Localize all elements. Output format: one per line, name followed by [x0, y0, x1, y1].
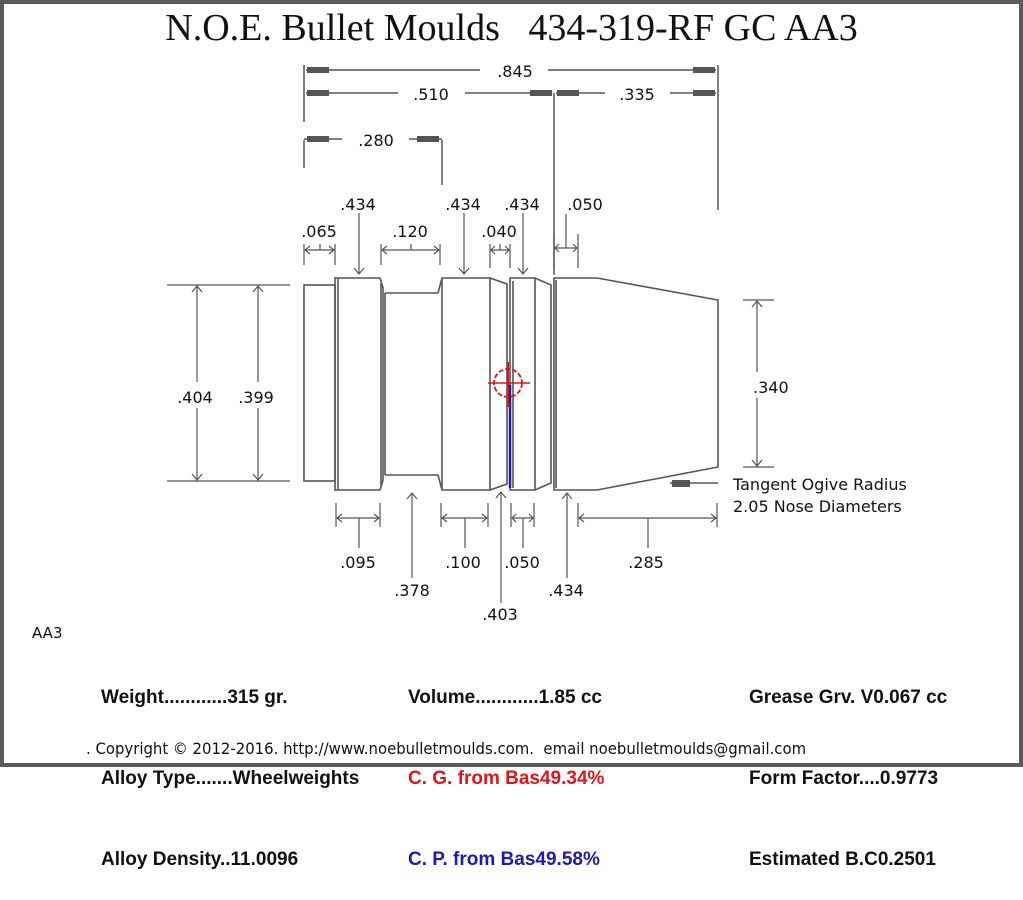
- spec-form-factor: Form Factor....0.9773: [749, 768, 939, 789]
- dim-band3-length: .050: [504, 553, 540, 572]
- spec-alloy-density: Alloy Density..11.0096: [101, 849, 299, 870]
- overall-length-dimension: [303, 65, 719, 275]
- dim-gas-check-diameter: .404: [177, 388, 213, 407]
- dim-meplat-diameter: .340: [753, 378, 789, 397]
- lower-dimension-lines: [335, 491, 718, 603]
- spec-volume: Volume............1.85 cc: [408, 687, 602, 708]
- dim-crimp-groove-diameter: .403: [482, 605, 518, 624]
- spec-ballistic-coefficient: Estimated B.C0.2501: [749, 849, 936, 870]
- spec-grease-groove-volume: Grease Grv. V0.067 cc: [749, 687, 948, 708]
- dim-shank-diameter: .399: [238, 388, 274, 407]
- spec-center-of-gravity: C. G. from Bas49.34%: [408, 768, 605, 789]
- dim-lube-groove-length: .120: [392, 222, 428, 241]
- dim-check-shank-length: .065: [301, 222, 337, 241]
- dim-body-length: .510: [413, 85, 449, 104]
- bullet-drawing: .845 .510 .335 .280 .065 .434 .120 .434 …: [167, 62, 907, 624]
- dim-bore-ride-diameter: .434: [548, 581, 584, 600]
- ogive-pointer: [670, 480, 718, 487]
- spec-alloy-type: Alloy Type.......Wheelweights: [101, 768, 360, 789]
- ogive-note-line2: 2.05 Nose Diameters: [733, 497, 902, 516]
- dim-lube-groove-diameter: .378: [394, 581, 430, 600]
- design-tag: AA3: [32, 624, 63, 642]
- upper-dimension-lines: [303, 213, 579, 275]
- dim-front-band-length: .050: [567, 195, 603, 214]
- dim-drive-band2-diameter: .434: [445, 195, 481, 214]
- dim-drive-band3-diameter: .434: [504, 195, 540, 214]
- specs-column-1: Weight............315 gr. Alloy Type....…: [101, 630, 359, 900]
- dim-ogive-length: .285: [628, 553, 664, 572]
- dim-base-to-groove: .280: [358, 131, 394, 150]
- specs-column-2: Volume............1.85 cc C. G. from Bas…: [408, 630, 604, 900]
- left-diameter-lines: [167, 284, 290, 482]
- dim-band2-length: .100: [445, 553, 481, 572]
- ogive-note-line1: Tangent Ogive Radius: [732, 475, 907, 494]
- spec-center-of-pressure: C. P. from Bas49.58%: [408, 849, 600, 870]
- dim-crimp-groove-length: .040: [481, 222, 517, 241]
- meplat-diameter-line: [743, 299, 774, 468]
- spec-weight: Weight............315 gr.: [101, 687, 288, 708]
- page-title: N.O.E. Bullet Moulds 434-319-RF GC AA3: [165, 7, 858, 49]
- copyright-footer: . Copyright © 2012-2016. http://www.noeb…: [86, 739, 807, 758]
- dim-band1-length: .095: [340, 553, 376, 572]
- specs-column-3: Grease Grv. V0.067 cc Form Factor....0.9…: [749, 630, 947, 900]
- dim-overall-length: .845: [497, 62, 533, 81]
- dim-nose-length: .335: [619, 85, 655, 104]
- dim-drive-band1-diameter: .434: [340, 195, 376, 214]
- center-of-gravity-marker: [488, 362, 530, 407]
